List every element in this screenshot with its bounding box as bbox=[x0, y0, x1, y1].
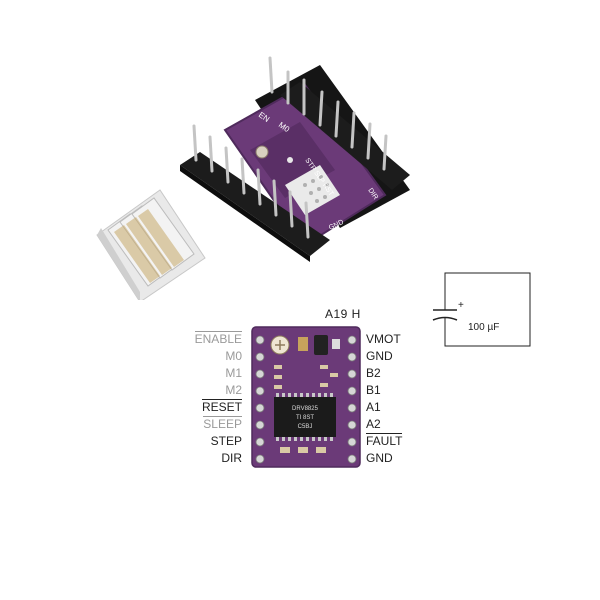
pin-label-a2: A2 bbox=[366, 417, 381, 431]
pin-label-gnd-1: GND bbox=[366, 349, 393, 363]
pin-label-gnd-2: GND bbox=[366, 451, 393, 465]
capacitor-plate-negative bbox=[432, 316, 458, 321]
right-header-holes bbox=[347, 335, 357, 464]
module-photo: EN M0 STP SLP RST DIR GND bbox=[96, 56, 410, 300]
module-board: EN M0 STP SLP RST DIR GND bbox=[180, 56, 410, 262]
pin-label-m1: M1 bbox=[225, 366, 242, 380]
board-top-view: DRV8825 TI 8ST C5BJ bbox=[251, 326, 361, 468]
chip-text-1: DRV8825 bbox=[292, 406, 319, 412]
pin-label-b2: B2 bbox=[366, 366, 381, 380]
capacitor-schematic: + bbox=[432, 272, 531, 347]
pin-label-step: STEP bbox=[210, 434, 242, 448]
pin-label-reset: RESET bbox=[201, 399, 242, 414]
driver-chip bbox=[274, 397, 336, 437]
chip-text-2: TI 8ST bbox=[296, 415, 314, 421]
pin-label-enable: ENABLE bbox=[194, 331, 242, 346]
heatsink-icon bbox=[96, 189, 206, 300]
pin-label-m0: M0 bbox=[225, 349, 242, 363]
chip-text-3: C5BJ bbox=[298, 424, 313, 430]
capacitor-polarity: + bbox=[458, 300, 464, 311]
pin-label-b1: B1 bbox=[366, 383, 381, 397]
capacitor-value: 100 µF bbox=[468, 322, 500, 333]
pin-label-a1: A1 bbox=[366, 400, 381, 414]
pin-label-fault: FAULT bbox=[366, 433, 403, 448]
pin-label-m2: M2 bbox=[225, 383, 242, 397]
pin-label-sleep: SLEEP bbox=[203, 416, 242, 431]
board-title: A19 H bbox=[325, 307, 361, 321]
pin-label-dir: DIR bbox=[221, 451, 242, 465]
pin-label-vmot: VMOT bbox=[366, 332, 401, 346]
left-header-holes bbox=[255, 335, 265, 464]
